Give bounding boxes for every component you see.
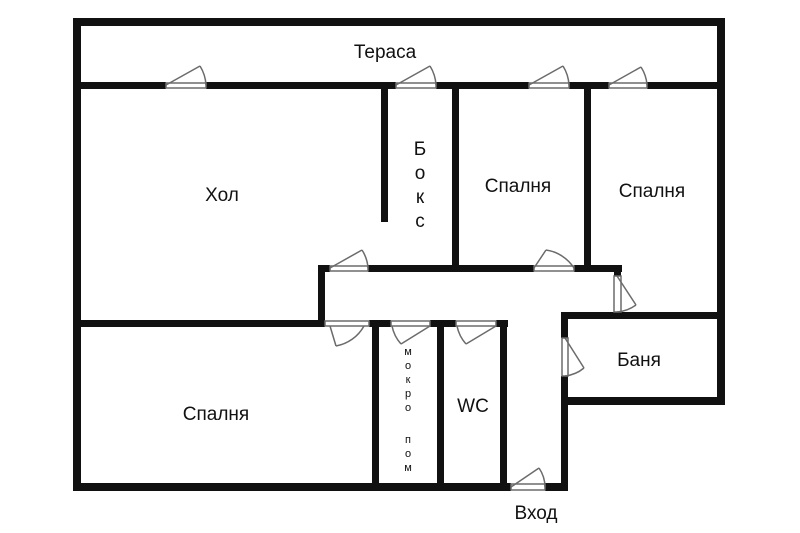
wall-bath-left (561, 312, 568, 338)
wall-corridor-right-top (614, 268, 621, 276)
wall-corridor-top (368, 265, 534, 272)
wall-terrace-5 (647, 82, 719, 89)
wall-box-stub (381, 86, 388, 222)
wall-corridor-right (561, 398, 568, 491)
door-bedroom-center (533, 249, 575, 272)
wall-outer-top (73, 18, 725, 26)
wall-bath-top (561, 312, 725, 319)
label-bathroom: Баня (617, 350, 661, 371)
door-terrace-bedroom-center (528, 65, 570, 89)
door-bathroom (561, 337, 585, 377)
label-entrance: Вход (515, 503, 558, 524)
door-wet-room (390, 320, 431, 345)
wall-box-right (452, 86, 459, 272)
label-bedroom-center: Спалня (485, 176, 551, 197)
wall-outer-bottom (73, 483, 511, 491)
door-hall-corridor (329, 249, 369, 272)
walls (73, 18, 725, 491)
wall-outer-right-upper (717, 18, 725, 318)
wall-entrance-right-bottom (545, 483, 567, 491)
wall-wet-wc-divider (437, 320, 444, 490)
door-terrace-bedroom-right (608, 66, 648, 89)
door-bedroom-right (613, 275, 637, 313)
wall-terrace-4 (569, 82, 609, 89)
wall-bedroom-right-bottom (591, 265, 622, 272)
door-terrace-box (395, 65, 437, 89)
door-wc (455, 320, 497, 345)
label-terrace: Тераса (354, 42, 417, 63)
door-terrace-hall (165, 65, 207, 89)
door-bedroom-bottom (324, 320, 370, 347)
wall-terrace-1 (81, 82, 166, 89)
doors (165, 65, 648, 491)
wall-bath-left-lower (561, 376, 568, 404)
wall-terrace-2 (206, 82, 396, 89)
wall-wet-top-1 (369, 320, 391, 327)
label-wc: WC (457, 396, 489, 417)
wall-wet-left (372, 320, 379, 490)
label-hall: Хол (205, 185, 239, 206)
wall-wc-right (500, 320, 507, 490)
wall-hall-step (318, 265, 325, 327)
wall-outer-left (73, 18, 81, 490)
label-bedroom-right: Спалня (619, 181, 685, 202)
wall-bedrooms-divider (584, 86, 591, 272)
wall-hall-bottom (81, 320, 325, 327)
wall-terrace-3 (436, 82, 529, 89)
door-entrance (510, 467, 546, 491)
wall-outer-right-bath (717, 312, 725, 404)
label-bedroom-bottom: Спалня (183, 404, 249, 425)
wall-bath-bottom (561, 397, 725, 405)
wall-corridor-top-2 (574, 265, 592, 272)
